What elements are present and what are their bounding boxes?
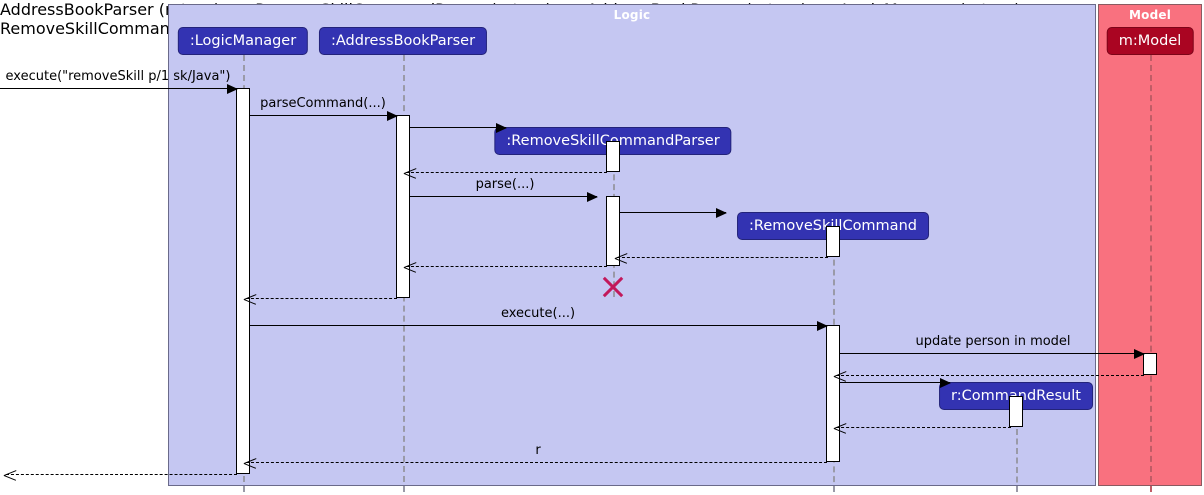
message-return-parse	[406, 266, 607, 267]
message-return-parse-command	[246, 298, 397, 299]
activation-command-result	[1009, 396, 1023, 427]
activation-remove-skill-command-create	[826, 226, 840, 257]
message-update-person-in-model-label: update person in model	[915, 334, 1071, 349]
participant-logic-manager[interactable]: :LogicManager	[177, 27, 309, 55]
activation-model	[1143, 353, 1157, 375]
arrowhead-icon	[404, 167, 416, 179]
message-parse-label: parse(...)	[475, 177, 535, 192]
message-parse-command-label: parseCommand(...)	[260, 96, 386, 111]
activation-remove-skill-command-execute	[826, 325, 840, 462]
participant-logic-manager-label: :LogicManager	[189, 33, 297, 49]
arrowhead-icon	[244, 293, 256, 305]
activation-logic-manager	[236, 88, 250, 474]
participant-address-book-parser-label: :AddressBookParser	[330, 33, 476, 49]
arrowhead-icon	[940, 378, 951, 388]
message-execute-removeskill-label: execute("removeSkill p/1 sk/Java")	[5, 69, 231, 84]
message-execute	[250, 321, 828, 331]
message-return-r-label: r	[535, 443, 541, 458]
message-execute-label: execute(...)	[500, 306, 576, 321]
frame-model-title: Model	[1128, 8, 1172, 22]
message-return-to-actor	[6, 474, 237, 475]
arrowhead-icon	[615, 252, 627, 264]
message-return-update-person	[836, 375, 1144, 376]
activation-remove-skill-command-parser-parse	[606, 196, 620, 266]
arrowhead-icon	[496, 123, 507, 133]
message-return-command-created	[617, 257, 828, 258]
message-parse-command	[250, 111, 398, 121]
arrowhead-icon	[387, 111, 398, 121]
message-update-person-in-model	[840, 349, 1145, 359]
lifeline-command-result	[1016, 410, 1018, 492]
message-return-r	[246, 462, 827, 463]
message-create-command-result	[840, 378, 951, 388]
arrowhead-icon	[4, 469, 16, 481]
arrowhead-icon	[227, 84, 238, 94]
participant-model[interactable]: m:Model	[1106, 27, 1194, 55]
message-return-command-result-created	[836, 427, 1011, 428]
activation-remove-skill-command-parser-create	[606, 141, 620, 172]
lifeline-model	[1150, 55, 1152, 492]
message-create-remove-skill-command-parser	[410, 123, 507, 133]
participant-model-label: m:Model	[1118, 33, 1182, 49]
participant-remove-skill-command-parser[interactable]: :RemoveSkillCommandParser	[494, 127, 732, 155]
arrowhead-icon	[244, 457, 256, 469]
destroy-marker-icon	[600, 274, 626, 300]
arrowhead-icon	[716, 208, 727, 218]
message-create-remove-skill-command	[620, 208, 727, 218]
message-return-parser-created	[406, 172, 607, 173]
arrowhead-icon	[587, 192, 598, 202]
participant-address-book-parser[interactable]: :AddressBookParser	[318, 27, 488, 55]
arrowhead-icon	[1134, 349, 1145, 359]
arrowhead-icon	[404, 261, 416, 273]
frame-logic: Logic	[168, 4, 1096, 486]
activation-address-book-parser	[396, 115, 410, 298]
arrowhead-icon	[834, 370, 846, 382]
frame-logic-title: Logic	[613, 8, 651, 22]
arrowhead-icon	[817, 321, 828, 331]
arrowhead-icon	[834, 422, 846, 434]
message-execute-removeskill	[0, 84, 238, 94]
message-parse	[410, 192, 598, 202]
